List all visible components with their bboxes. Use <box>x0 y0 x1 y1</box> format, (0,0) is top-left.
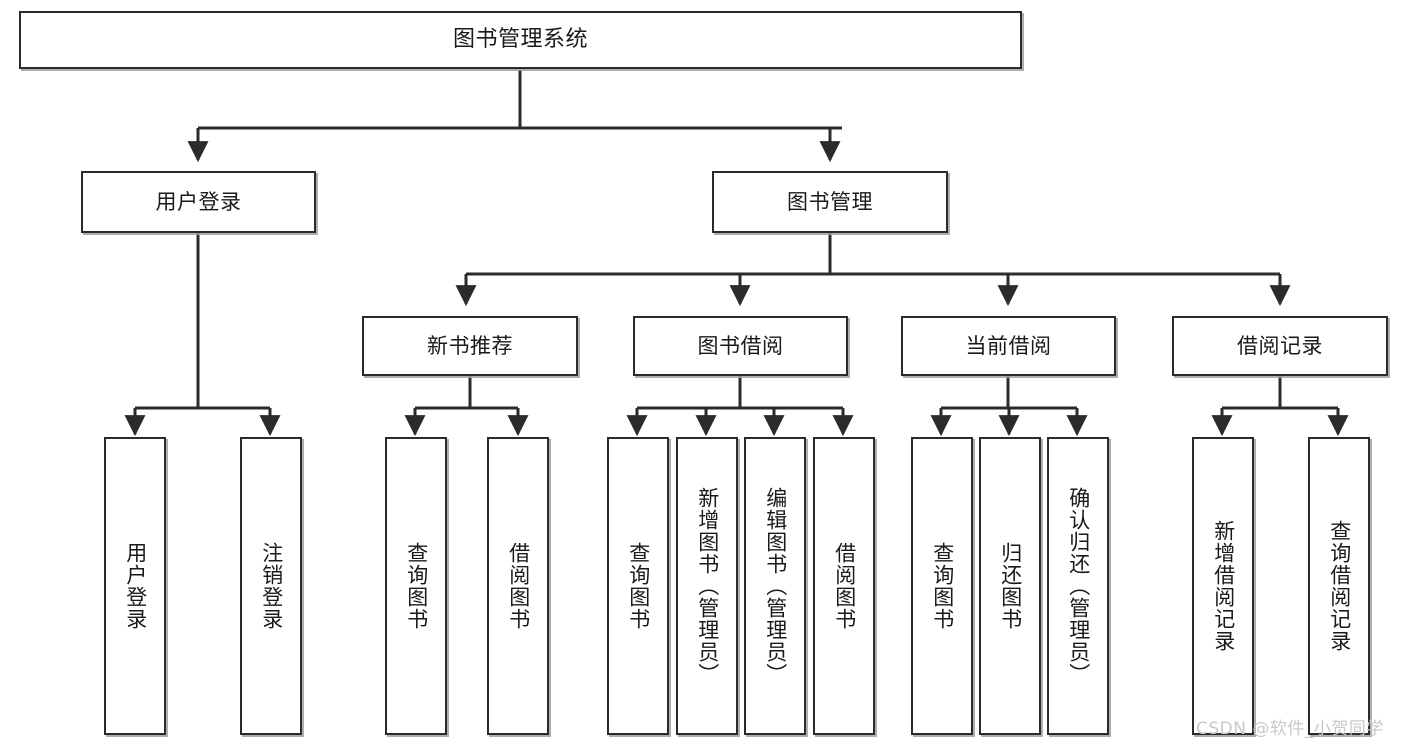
node-label: 新增图书（管理员） <box>695 487 720 685</box>
leaf-add-borrow-record[interactable]: 新增借阅记录 <box>1192 437 1254 735</box>
node-label: 新书推荐 <box>427 333 513 358</box>
leaf-confirm-return-admin[interactable]: 确认归还（管理员） <box>1047 437 1109 735</box>
node-label: 归还图书 <box>998 542 1023 630</box>
leaf-add-book-admin[interactable]: 新增图书（管理员） <box>676 437 738 735</box>
node-label: 查询借阅记录 <box>1327 520 1352 652</box>
node-new-book-recommendation[interactable]: 新书推荐 <box>362 316 578 376</box>
leaf-logout[interactable]: 注销登录 <box>240 437 302 735</box>
node-current-borrow[interactable]: 当前借阅 <box>901 316 1116 376</box>
node-user-login[interactable]: 用户登录 <box>81 171 316 233</box>
leaf-query-book-current[interactable]: 查询图书 <box>911 437 973 735</box>
node-label: 查询图书 <box>404 542 429 630</box>
node-label: 新增借阅记录 <box>1211 520 1236 652</box>
leaf-borrow-book[interactable]: 借阅图书 <box>813 437 875 735</box>
node-label: 编辑图书（管理员） <box>763 487 788 685</box>
node-label: 查询图书 <box>930 542 955 630</box>
node-label: 图书管理 <box>787 189 873 214</box>
leaf-borrow-book-new[interactable]: 借阅图书 <box>487 437 549 735</box>
leaf-query-borrow-record[interactable]: 查询借阅记录 <box>1308 437 1370 735</box>
node-label: 当前借阅 <box>965 333 1052 358</box>
leaf-user-login[interactable]: 用户登录 <box>104 437 166 735</box>
node-label: 注销登录 <box>259 542 284 630</box>
node-root-system[interactable]: 图书管理系统 <box>19 11 1022 69</box>
node-label: 查询图书 <box>626 542 651 630</box>
leaf-query-book-borrow[interactable]: 查询图书 <box>607 437 669 735</box>
csdn-watermark: CSDN @软件_小贺同学 <box>1196 719 1384 739</box>
node-label: 图书借阅 <box>697 333 784 358</box>
leaf-edit-book-admin[interactable]: 编辑图书（管理员） <box>744 437 806 735</box>
node-label: 借阅图书 <box>832 542 857 630</box>
node-label: 借阅记录 <box>1237 333 1323 358</box>
node-label: 借阅图书 <box>506 542 531 630</box>
node-label: 图书管理系统 <box>452 27 588 53</box>
node-book-management[interactable]: 图书管理 <box>712 171 948 233</box>
node-borrow-record[interactable]: 借阅记录 <box>1172 316 1388 376</box>
leaf-return-book[interactable]: 归还图书 <box>979 437 1041 735</box>
leaf-query-book-new[interactable]: 查询图书 <box>385 437 447 735</box>
node-label: 用户登录 <box>155 189 242 214</box>
node-label: 用户登录 <box>123 542 148 630</box>
node-book-borrow[interactable]: 图书借阅 <box>633 316 848 376</box>
node-label: 确认归还（管理员） <box>1066 487 1091 685</box>
